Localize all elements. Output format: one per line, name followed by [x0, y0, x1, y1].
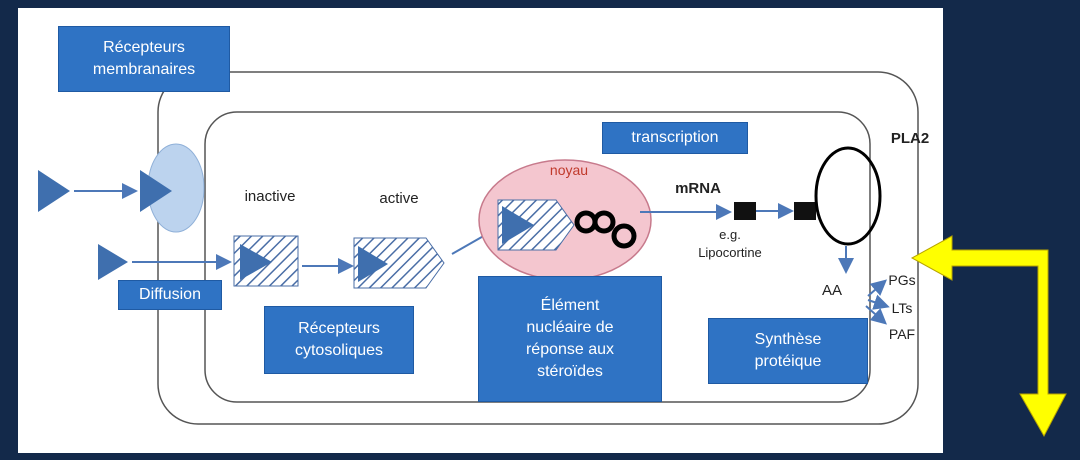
- nuclear-receptor: [497, 199, 575, 251]
- nuclear-element-box: Élément nucléaire de réponse aux stéroïd…: [478, 276, 662, 402]
- dna-ring-2: [592, 210, 616, 234]
- dna-ring-3: [611, 223, 637, 249]
- arrow-aa-to-pgs: [867, 279, 888, 297]
- pla2-label: PLA2: [890, 130, 930, 147]
- ribosome-block-1: [734, 202, 756, 220]
- active-label: active: [379, 190, 419, 207]
- nucleus-label: noyau: [549, 162, 589, 178]
- cell-membrane: [157, 71, 919, 425]
- diffusion-box: Diffusion: [118, 280, 222, 310]
- aa-label: AA: [821, 282, 842, 299]
- active-receptor: [353, 237, 445, 289]
- ligand-triangle-1: [38, 170, 70, 212]
- inactive-label: inactive: [244, 188, 296, 205]
- paf-label: PAF: [888, 326, 916, 342]
- membrane-receptors-box: Récepteurs membranaires: [58, 26, 230, 92]
- nuclear-receptor-ligand: [502, 206, 534, 244]
- mrna-label: mRNA: [675, 180, 721, 197]
- ligand-triangle-2: [140, 170, 172, 212]
- cytosolic-receptors-box: Récepteurs cytosoliques: [264, 306, 414, 374]
- arrow-aa-to-paf: [865, 305, 887, 325]
- transcription-box: transcription: [602, 122, 748, 154]
- lipocortine-label: e.g. Lipocortine: [698, 227, 762, 260]
- yellow-arrow: [910, 235, 1067, 438]
- ligand-triangle-3: [98, 244, 128, 280]
- arrow-aa-to-lts: [867, 294, 890, 310]
- lts-label: LTs: [891, 300, 913, 316]
- protein-synthesis-box: Synthèse protéique: [708, 318, 868, 384]
- ribosome-block-2: [794, 202, 816, 220]
- pla2-loop: [814, 146, 882, 246]
- cytoplasm-boundary: [204, 111, 871, 403]
- inactive-receptor-ligand: [240, 244, 272, 280]
- active-receptor-ligand: [358, 246, 388, 282]
- pgs-label: PGs: [888, 272, 916, 288]
